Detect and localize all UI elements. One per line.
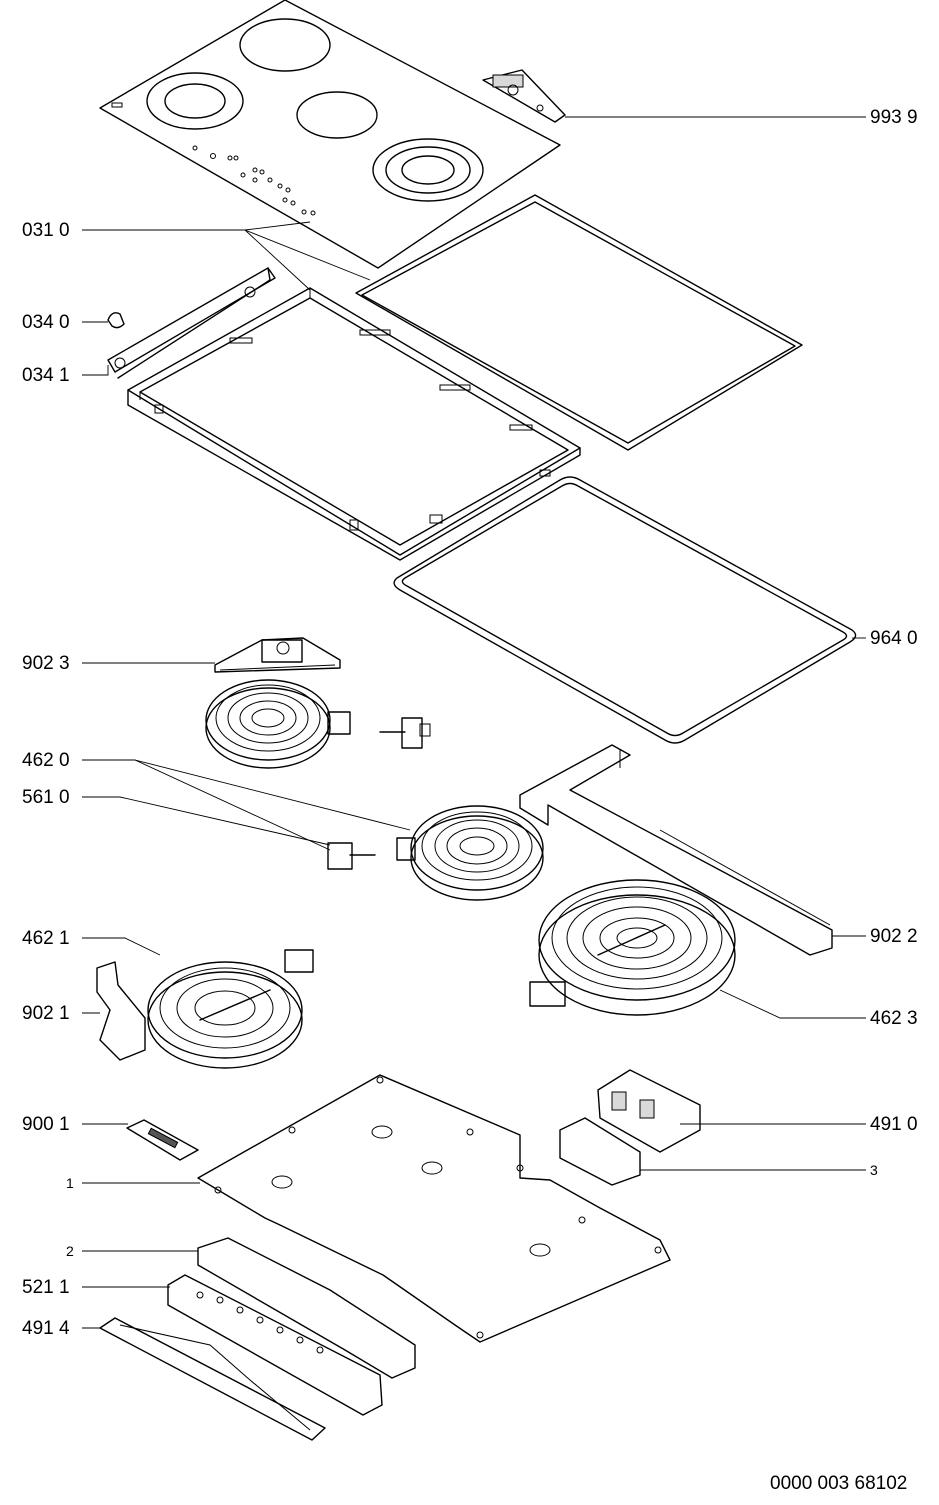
bracket-clip-part <box>482 69 566 123</box>
label-462-3: 462 3 <box>870 1008 918 1029</box>
heater-bracket-part <box>214 637 341 673</box>
label-034-1: 034 1 <box>22 365 70 386</box>
side-rail-part <box>107 267 276 379</box>
small-bracket-part <box>96 961 146 1061</box>
mounting-frame-part <box>127 287 581 561</box>
label-902-3: 902 3 <box>22 653 70 674</box>
radiant-heater-top-part <box>205 679 351 769</box>
long-bracket-part <box>519 744 833 956</box>
radiant-heater-center-part <box>396 805 544 901</box>
label-521-1: 521 1 <box>22 1277 70 1298</box>
label-491-4: 491 4 <box>22 1318 70 1339</box>
filter-part <box>126 1119 199 1161</box>
label-902-2: 902 2 <box>870 926 918 947</box>
gasket-part <box>393 476 857 744</box>
glass-cooktop-part <box>99 0 561 269</box>
label-902-1: 902 1 <box>22 1003 70 1024</box>
label-462-1: 462 1 <box>22 928 70 949</box>
limiter-switch-top-part <box>379 717 431 749</box>
label-561-0: 561 0 <box>22 787 70 808</box>
label-993-9: 993 9 <box>870 107 918 128</box>
label-3: 3 <box>870 1162 878 1178</box>
label-034-0: 034 0 <box>22 312 70 333</box>
control-board-part <box>167 1274 383 1416</box>
label-1: 1 <box>66 1175 74 1191</box>
connector-box-part <box>597 1069 701 1153</box>
leader-lines <box>82 116 866 1329</box>
label-031-0: 031 0 <box>22 220 70 241</box>
label-491-0: 491 0 <box>870 1114 918 1135</box>
base-plate-part <box>197 1074 671 1343</box>
channel-part <box>197 1237 416 1379</box>
glass-seal-part <box>355 194 803 451</box>
drawing-code: 0000 003 68102 <box>770 1473 908 1494</box>
touch-panel-part <box>99 1317 326 1441</box>
connector-bracket-part <box>559 1117 641 1186</box>
label-964-0: 964 0 <box>870 628 918 649</box>
radiant-heater-left-part <box>147 949 314 1069</box>
label-900-1: 900 1 <box>22 1114 70 1135</box>
label-2: 2 <box>66 1243 74 1259</box>
radiant-heater-large-part <box>529 879 736 1016</box>
label-462-0: 462 0 <box>22 750 70 771</box>
limiter-switch-center-part <box>327 842 376 870</box>
